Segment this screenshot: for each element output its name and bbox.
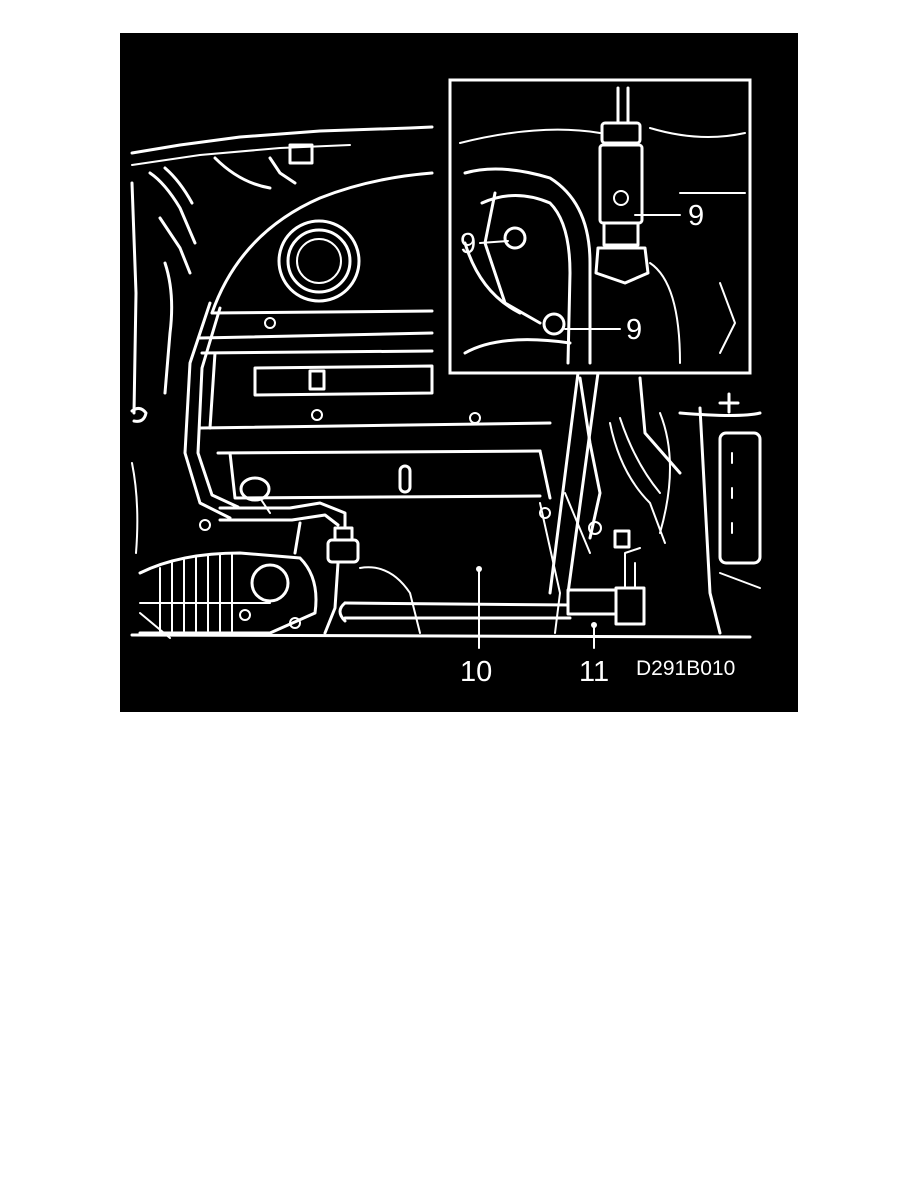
inset-leader-left: [548, 371, 580, 595]
detail-inset: [448, 78, 752, 375]
callout-inset-sensor: 9: [688, 200, 704, 232]
callout-pipe: 10: [460, 656, 492, 688]
callout-connector: 11: [579, 656, 609, 688]
engine-bay-linework: [130, 125, 762, 639]
inset-leader-right: [566, 371, 600, 595]
callout-inset-bottom-nut: 9: [626, 314, 642, 346]
engine-bay-drawing: 9 9 9 10 11 D291B010: [130, 78, 762, 688]
callout-labels: 9 9 9 10 11 D291B010: [460, 200, 735, 688]
callout-inset-left-nut: 9: [460, 228, 476, 260]
intake-bellows: [138, 551, 318, 635]
drawing-code: D291B010: [636, 657, 735, 680]
engine-bay-illustration: 9 9 9 10 11 D291B010: [120, 33, 798, 712]
